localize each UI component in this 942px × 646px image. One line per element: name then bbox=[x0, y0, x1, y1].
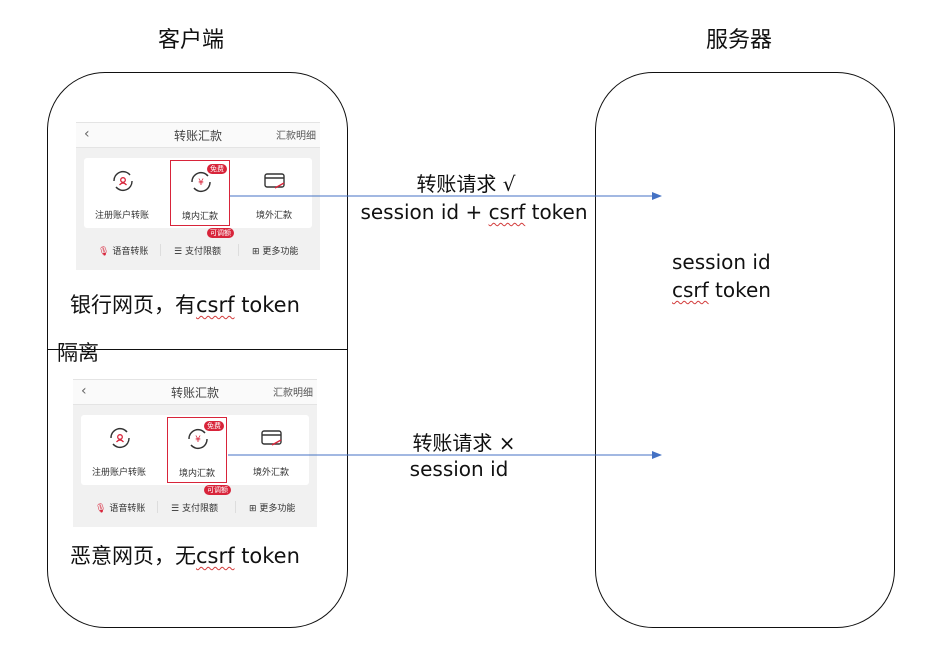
microphone-icon: 🎙 bbox=[95, 504, 107, 514]
nav-bar: ‹ 转账汇款 汇款明细 bbox=[73, 379, 317, 405]
server-title: 服务器 bbox=[706, 28, 773, 53]
server-csrf-token: csrf token bbox=[672, 278, 771, 302]
caption-token: token bbox=[234, 293, 300, 317]
nav-title: 转账汇款 bbox=[173, 129, 222, 143]
isolation-label: 隔离 bbox=[57, 341, 99, 365]
svg-text:¥: ¥ bbox=[198, 178, 204, 188]
more-functions-button[interactable]: ⊞ 更多功能 bbox=[249, 501, 295, 514]
bank-page-caption: 银行网页，有csrf token bbox=[70, 289, 300, 319]
valid-request-title: 转账请求 √ bbox=[416, 172, 516, 196]
footer-label: 语音转账 bbox=[112, 247, 149, 257]
caption-csrf: csrf bbox=[196, 293, 235, 317]
grid-icon: ⊞ bbox=[249, 504, 257, 514]
option-label: 境内汇款 bbox=[178, 469, 215, 479]
cycle-user-icon bbox=[113, 171, 133, 191]
caption-token: token bbox=[234, 544, 300, 568]
footer-label: 更多功能 bbox=[259, 504, 296, 514]
cycle-user-icon bbox=[110, 428, 130, 448]
server-token: token bbox=[708, 278, 771, 302]
caption-csrf: csrf bbox=[196, 544, 235, 568]
server-session-id: session id bbox=[672, 250, 771, 274]
option-label: 注册账户转账 bbox=[94, 211, 149, 221]
option-label: 境外汇款 bbox=[252, 468, 289, 478]
grid-icon: ⊞ bbox=[252, 247, 260, 257]
adjustable-badge: 可调额 bbox=[207, 228, 234, 238]
caption-text: 银行网页，有 bbox=[70, 293, 196, 317]
microphone-icon: 🎙 bbox=[98, 247, 110, 257]
nav-bar: ‹ 转账汇款 汇款明细 bbox=[76, 122, 320, 148]
footer-separator bbox=[160, 244, 161, 256]
server-csrf: csrf bbox=[672, 278, 709, 302]
option-label: 境内汇款 bbox=[181, 212, 218, 222]
voice-transfer-button[interactable]: 🎙 语音转账 bbox=[98, 244, 148, 257]
card-icon bbox=[261, 430, 282, 446]
option-label: 境外汇款 bbox=[255, 211, 292, 221]
domestic-remittance-option[interactable]: ¥ 免费 境内汇款 bbox=[170, 160, 230, 226]
footer-label: 支付限额 bbox=[184, 247, 221, 257]
footer-label: 更多功能 bbox=[262, 247, 299, 257]
credential-text: session id + bbox=[360, 200, 489, 224]
option-label: 注册账户转账 bbox=[91, 468, 146, 478]
footer-label: 语音转账 bbox=[109, 504, 146, 514]
server-box bbox=[595, 72, 895, 628]
transfer-options-card: 注册账户转账 ¥ 免费 境内汇款 境外汇款 bbox=[84, 158, 312, 228]
list-icon: ☰ bbox=[174, 247, 183, 257]
chevron-left-icon[interactable]: ‹ bbox=[84, 126, 90, 142]
footer-separator bbox=[235, 501, 236, 513]
footer-actions: 🎙 语音转账 ☰ 支付限额 可调额 ⊞ 更多功能 bbox=[84, 228, 312, 264]
remittance-details-link[interactable]: 汇款明细 bbox=[276, 131, 316, 142]
registered-account-transfer-option[interactable]: 注册账户转账 bbox=[81, 415, 157, 485]
payment-limit-button[interactable]: ☰ 支付限额 bbox=[171, 501, 218, 514]
footer-separator bbox=[157, 501, 158, 513]
domestic-remittance-option[interactable]: ¥ 免费 境内汇款 bbox=[167, 417, 227, 483]
isolation-divider bbox=[47, 349, 348, 350]
chevron-left-icon[interactable]: ‹ bbox=[81, 383, 87, 399]
free-badge: 免费 bbox=[207, 164, 227, 174]
client-title: 客户端 bbox=[158, 28, 225, 53]
registered-account-transfer-option[interactable]: 注册账户转账 bbox=[84, 158, 160, 228]
forged-request-title: 转账请求 × bbox=[412, 431, 516, 455]
list-icon: ☰ bbox=[171, 504, 180, 514]
more-functions-button[interactable]: ⊞ 更多功能 bbox=[252, 244, 298, 257]
footer-separator bbox=[238, 244, 239, 256]
footer-actions: 🎙 语音转账 ☰ 支付限额 可调额 ⊞ 更多功能 bbox=[81, 485, 309, 521]
payment-limit-button[interactable]: ☰ 支付限额 bbox=[174, 244, 221, 257]
credential-csrf: csrf bbox=[488, 200, 526, 224]
credential-token: token bbox=[525, 200, 588, 224]
remittance-details-link[interactable]: 汇款明细 bbox=[273, 388, 313, 399]
adjustable-badge: 可调额 bbox=[204, 485, 231, 495]
cycle-yuan-icon: ¥ bbox=[188, 429, 208, 449]
bank-page-screenshot: ‹ 转账汇款 汇款明细 注册账户转账 ¥ 免费 境内汇款 bbox=[76, 122, 320, 270]
malicious-page-screenshot: ‹ 转账汇款 汇款明细 注册账户转账 ¥ 免费 境内汇款 bbox=[73, 379, 317, 527]
svg-text:¥: ¥ bbox=[195, 435, 201, 445]
voice-transfer-button[interactable]: 🎙 语音转账 bbox=[95, 501, 145, 514]
footer-label: 支付限额 bbox=[181, 504, 218, 514]
transfer-options-card: 注册账户转账 ¥ 免费 境内汇款 境外汇款 bbox=[81, 415, 309, 485]
caption-text: 恶意网页，无 bbox=[70, 544, 196, 568]
forged-request-credentials: session id bbox=[409, 457, 509, 481]
overseas-remittance-option[interactable]: 境外汇款 bbox=[236, 158, 312, 228]
malicious-page-caption: 恶意网页，无csrf token bbox=[70, 540, 300, 570]
free-badge: 免费 bbox=[204, 421, 224, 431]
overseas-remittance-option[interactable]: 境外汇款 bbox=[233, 415, 309, 485]
cycle-yuan-icon: ¥ bbox=[191, 172, 211, 192]
nav-title: 转账汇款 bbox=[170, 386, 219, 400]
valid-request-credentials: session id + csrf token bbox=[356, 200, 592, 224]
card-icon bbox=[264, 173, 285, 189]
